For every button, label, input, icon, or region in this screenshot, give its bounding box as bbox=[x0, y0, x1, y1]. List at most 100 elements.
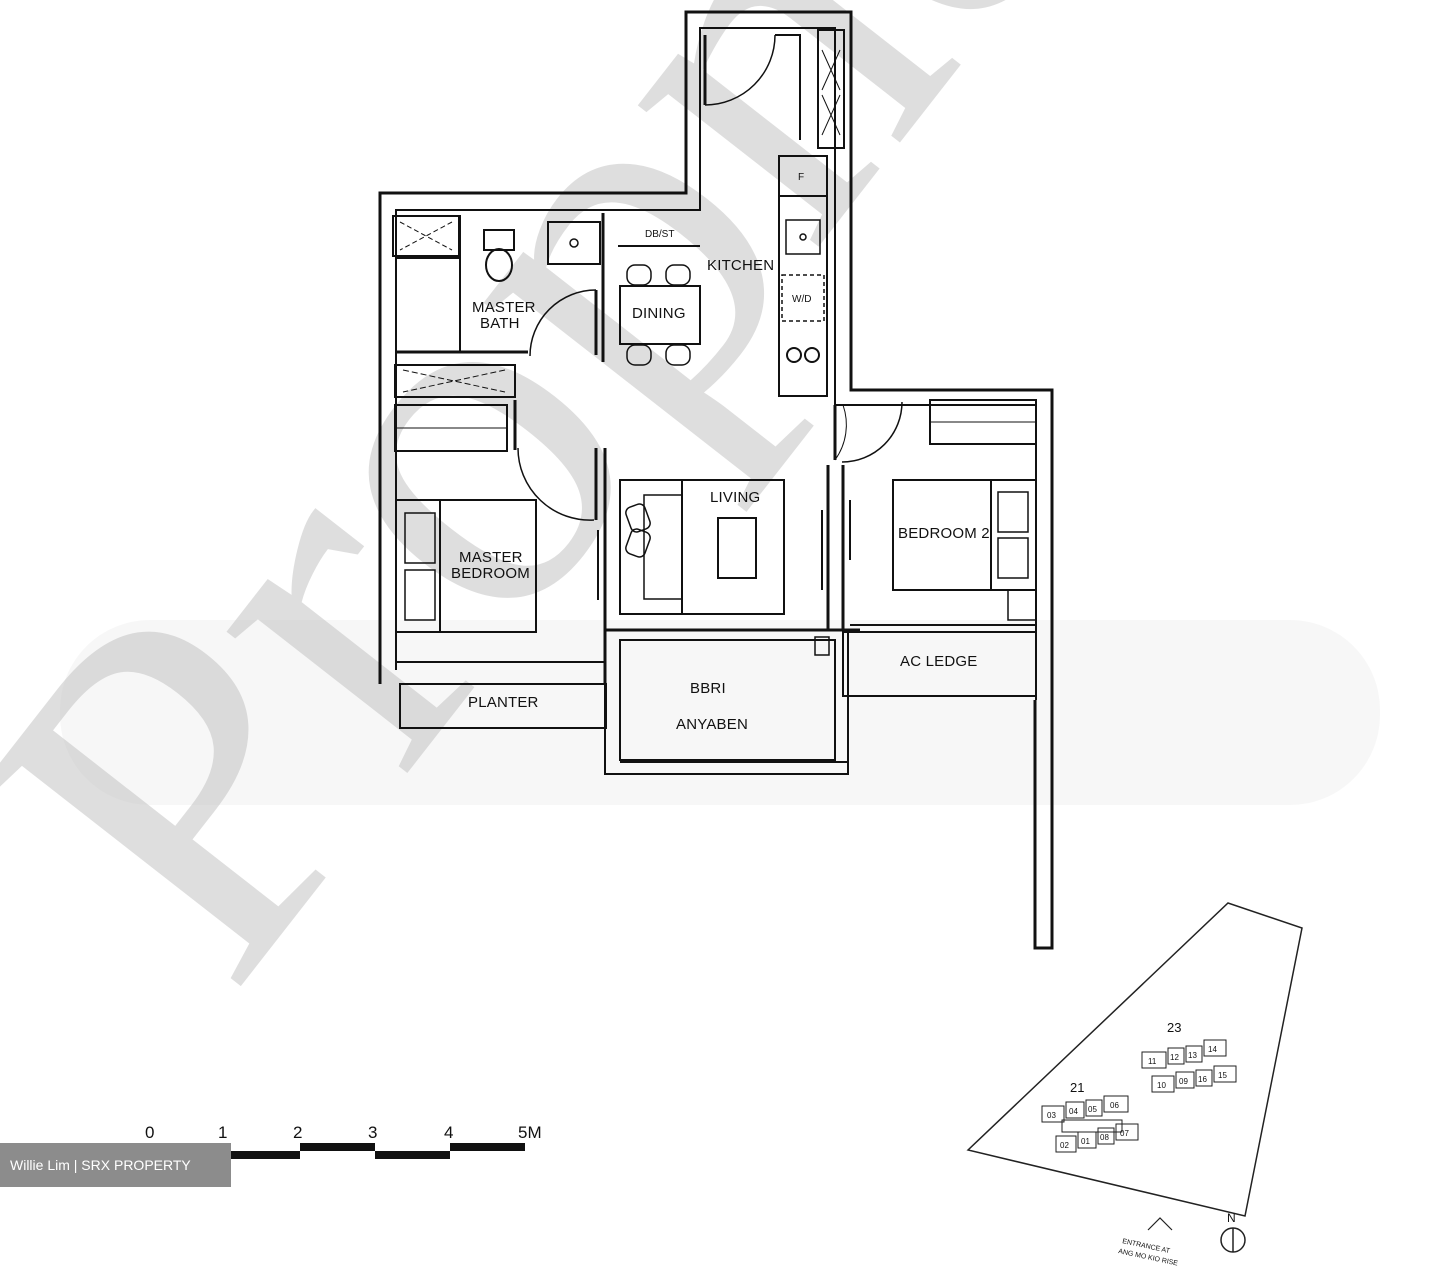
scale-seg-1-2 bbox=[225, 1151, 300, 1159]
entrance-door-swing bbox=[704, 34, 776, 106]
label-dbst: DB/ST bbox=[645, 229, 674, 240]
block-21-units bbox=[1041, 1095, 1139, 1153]
unit-label-08: 08 bbox=[1100, 1133, 1109, 1142]
ac-ledge-box bbox=[842, 631, 1037, 697]
unit-23-c bbox=[1185, 1045, 1203, 1063]
unit-label-06: 06 bbox=[1110, 1101, 1119, 1110]
unit-21-b bbox=[1065, 1101, 1085, 1119]
unit-label-09: 09 bbox=[1179, 1077, 1188, 1086]
bedroom-storage bbox=[394, 364, 516, 398]
unit-label-10: 10 bbox=[1157, 1081, 1166, 1090]
master-bed-mattress bbox=[439, 499, 537, 633]
unit-21-c bbox=[1085, 1099, 1103, 1117]
unit-label-11: 11 bbox=[1148, 1057, 1157, 1066]
block-23-units bbox=[1141, 1039, 1237, 1093]
bed2-door-swing bbox=[841, 401, 903, 463]
unit-label-07: 07 bbox=[1120, 1129, 1129, 1138]
sofa-seat bbox=[643, 494, 683, 600]
site-plan: 21 23 03 04 05 06 02 01 08 07 bbox=[966, 902, 1303, 1268]
cushion-2 bbox=[625, 528, 651, 558]
storage-cross bbox=[402, 369, 506, 393]
basin-drain bbox=[569, 238, 579, 248]
unit-label-03: 03 bbox=[1047, 1111, 1056, 1120]
unit-23-h bbox=[1213, 1065, 1237, 1083]
unit-label-12: 12 bbox=[1170, 1053, 1179, 1062]
bath-door-swing bbox=[529, 289, 597, 357]
unit-label-02: 02 bbox=[1060, 1141, 1069, 1150]
master-pillow-2 bbox=[404, 569, 436, 621]
site-block-21: 21 bbox=[1070, 1080, 1084, 1095]
label-master-bath-1: MASTER bbox=[472, 299, 536, 316]
toilet-bowl bbox=[485, 248, 513, 282]
scale-seg-2-3 bbox=[300, 1143, 375, 1151]
hob-burner-2 bbox=[804, 347, 820, 363]
watermark-band bbox=[60, 620, 1380, 805]
entrance-arrow-icon bbox=[1147, 1217, 1173, 1231]
dining-chair-2 bbox=[665, 264, 691, 286]
floor-plan bbox=[378, 10, 1054, 950]
photo-credit: Willie Lim | SRX PROPERTY bbox=[0, 1143, 231, 1187]
bed2-pillow-1 bbox=[997, 491, 1029, 533]
fridge-box bbox=[778, 155, 828, 197]
label-dining: DINING bbox=[632, 305, 686, 322]
label-balcony-1: BBRI bbox=[690, 680, 726, 697]
unit-23-b bbox=[1167, 1047, 1185, 1065]
bed2-mattress bbox=[892, 479, 992, 591]
dining-table bbox=[619, 285, 701, 345]
kitchen-store bbox=[817, 29, 845, 149]
room-labels: KITCHEN DINING MASTER BATH LIVING MASTER… bbox=[451, 172, 990, 733]
label-planter: PLANTER bbox=[468, 694, 539, 711]
label-ac-ledge: AC LEDGE bbox=[900, 653, 977, 670]
balcony-outline bbox=[604, 629, 849, 775]
unit-23-g bbox=[1195, 1069, 1213, 1087]
balcony-drain bbox=[814, 636, 830, 656]
scale-tick-0: 0 bbox=[145, 1123, 154, 1142]
label-balcony-2: ANYABEN bbox=[676, 716, 748, 733]
sink-drain bbox=[799, 233, 807, 241]
site-block-23: 23 bbox=[1167, 1020, 1181, 1035]
dining-chair-1 bbox=[626, 264, 652, 286]
unit-23-a bbox=[1141, 1051, 1167, 1069]
unit-label-13: 13 bbox=[1188, 1051, 1197, 1060]
unit-label-15: 15 bbox=[1218, 1071, 1227, 1080]
label-kitchen: KITCHEN bbox=[707, 257, 774, 274]
unit-23-e bbox=[1151, 1075, 1175, 1093]
unit-21-e bbox=[1055, 1135, 1077, 1153]
coffee-table bbox=[717, 517, 757, 579]
label-washer-dryer: W/D bbox=[792, 294, 811, 305]
block-23-labels: 11 12 13 14 10 09 16 15 bbox=[1148, 1045, 1227, 1090]
unit-label-16: 16 bbox=[1198, 1075, 1207, 1084]
bed2-side-table bbox=[1007, 589, 1037, 621]
living-opening bbox=[834, 404, 847, 461]
label-master-bedroom-2: BEDROOM bbox=[451, 565, 530, 582]
inner-wall-outline bbox=[395, 27, 1037, 700]
label-fridge: F bbox=[798, 172, 804, 183]
scale-tick-3: 3 bbox=[368, 1123, 377, 1142]
master-door-swing bbox=[517, 447, 595, 521]
unit-21-g bbox=[1097, 1127, 1115, 1145]
scale-tick-5: 5M bbox=[518, 1123, 542, 1142]
unit-label-01: 01 bbox=[1081, 1137, 1090, 1146]
watermark-text: Propnex bbox=[0, 0, 1342, 1067]
unit-21-d bbox=[1103, 1095, 1129, 1113]
unit-23-f bbox=[1175, 1071, 1195, 1089]
label-living: LIVING bbox=[710, 489, 760, 506]
label-master-bedroom-1: MASTER bbox=[459, 549, 523, 566]
scale-tick-1: 1 bbox=[218, 1123, 227, 1142]
bath-shower bbox=[392, 215, 460, 257]
balcony-box bbox=[619, 639, 836, 761]
dining-chair-4 bbox=[665, 344, 691, 366]
unit-label-04: 04 bbox=[1069, 1107, 1078, 1116]
bed2-pillow-2 bbox=[997, 537, 1029, 579]
outer-wall bbox=[378, 10, 1054, 950]
unit-23-d bbox=[1203, 1039, 1227, 1057]
scale-tick-4: 4 bbox=[444, 1123, 453, 1142]
washer-dryer bbox=[781, 274, 825, 322]
scale-seg-4-5 bbox=[450, 1143, 525, 1151]
block-21-labels: 03 04 05 06 02 01 08 07 bbox=[1047, 1101, 1129, 1150]
site-boundary bbox=[966, 902, 1303, 1217]
kitchen-sink bbox=[785, 219, 821, 255]
unit-label-05: 05 bbox=[1088, 1105, 1097, 1114]
north-label: N bbox=[1227, 1211, 1236, 1225]
